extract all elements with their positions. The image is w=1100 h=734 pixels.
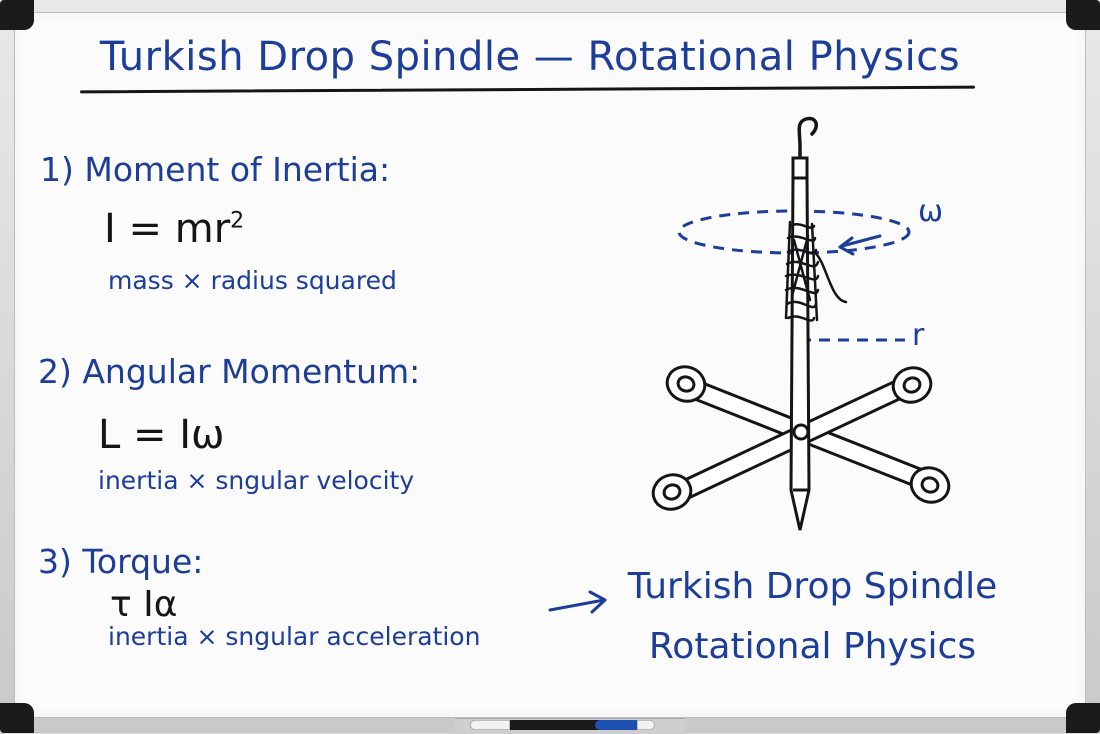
spindle-hook	[797, 116, 818, 178]
heading-torque: 3) Torque:	[38, 542, 204, 581]
caption-moment-of-inertia: mass × radius squared	[108, 266, 397, 295]
frame-corner-bottom-left	[0, 703, 34, 733]
heading-angular-momentum: 2) Angular Momentum:	[38, 352, 421, 391]
formula-moment-of-inertia: I = mr2	[104, 206, 244, 252]
spindle-hub	[792, 423, 810, 441]
formula-exponent: 2	[230, 208, 245, 234]
omega-label: ω	[918, 194, 944, 229]
caption-angular-momentum: inertia × sngular velocity	[98, 466, 415, 495]
caption-torque: inertia × sngular acceleration	[108, 622, 481, 651]
board-title: Turkish Drop Spindle — Rotational Physic…	[99, 34, 961, 80]
frame-corner-bottom-right	[1066, 703, 1100, 733]
blue-marker[interactable]	[595, 720, 655, 730]
whiteboard-surface	[14, 12, 1086, 718]
formula-moment-of-inertia-main: I = mr	[104, 206, 231, 252]
arm-end-caps	[651, 365, 951, 511]
bottom-label-line1: Turkish Drop Spindle	[627, 566, 998, 607]
black-marker[interactable]	[470, 720, 610, 730]
formula-angular-momentum: L = Iω	[98, 412, 225, 458]
formula-torque: τ Iα	[110, 584, 178, 625]
frame-corner-top-left	[0, 0, 34, 30]
frame-corner-top-right	[1066, 0, 1100, 30]
heading-moment-of-inertia: 1) Moment of Inertia:	[40, 150, 391, 189]
bottom-label-line2: Rotational Physics	[648, 626, 977, 667]
radius-label: r	[912, 318, 925, 353]
yarn-wraps	[784, 220, 848, 322]
rotation-arrow	[840, 234, 882, 248]
